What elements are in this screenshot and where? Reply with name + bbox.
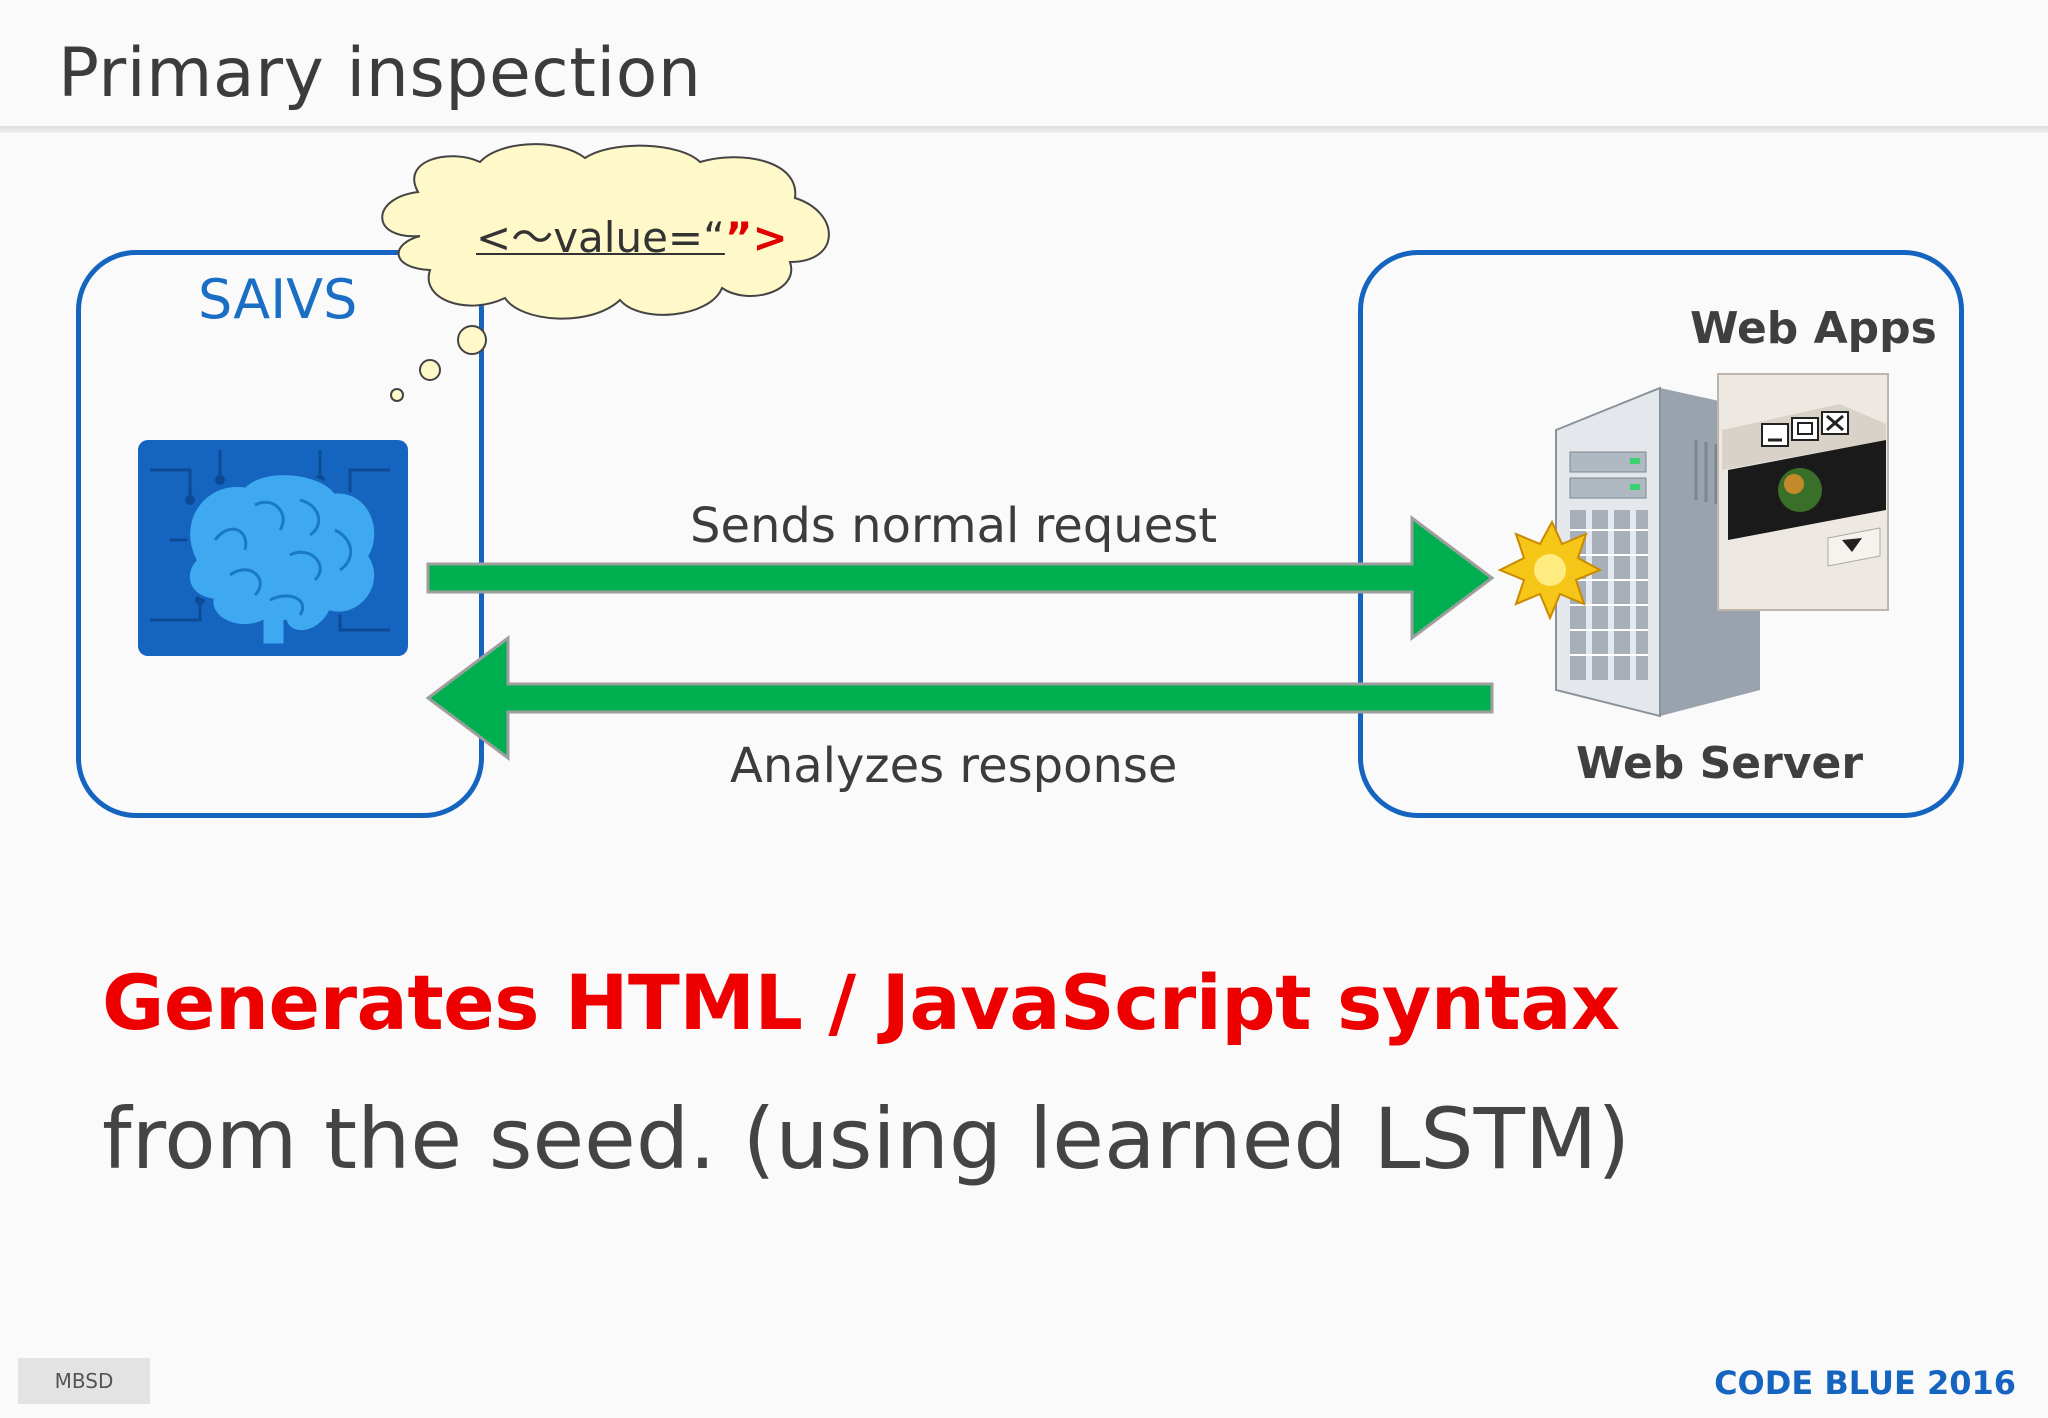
footer-badge: MBSD xyxy=(18,1358,150,1404)
web-apps-label: Web Apps xyxy=(1690,303,1937,354)
headline: Generates HTML / JavaScript syntax xyxy=(102,958,1620,1047)
page-title: Primary inspection xyxy=(58,34,702,113)
thought-text: <〜value=“”> xyxy=(476,204,788,265)
thought-bubble-large xyxy=(457,325,487,355)
saivs-box xyxy=(76,250,484,818)
footer-brand: CODE BLUE 2016 xyxy=(1714,1364,2016,1402)
send-request-arrow xyxy=(426,515,1495,641)
web-server-box xyxy=(1358,250,1964,818)
app-window-icon xyxy=(1717,373,1889,611)
starburst-icon xyxy=(1497,519,1603,621)
thought-bubble-small xyxy=(390,388,404,402)
analyze-response-arrow xyxy=(425,635,1494,761)
web-server-label: Web Server xyxy=(1576,738,1864,789)
thought-text-generated: ”> xyxy=(724,213,788,262)
brain-icon xyxy=(138,440,408,656)
server-icon xyxy=(1555,386,1760,718)
thought-bubble-medium xyxy=(419,359,441,381)
title-divider xyxy=(0,126,2048,133)
analyze-response-label: Analyzes response xyxy=(730,738,1178,794)
thought-cloud xyxy=(381,143,830,320)
send-request-label: Sends normal request xyxy=(690,498,1218,554)
subline: from the seed. (using learned LSTM) xyxy=(102,1090,1631,1188)
thought-text-seed: <〜value=“ xyxy=(476,213,725,262)
saivs-label: SAIVS xyxy=(198,268,358,331)
